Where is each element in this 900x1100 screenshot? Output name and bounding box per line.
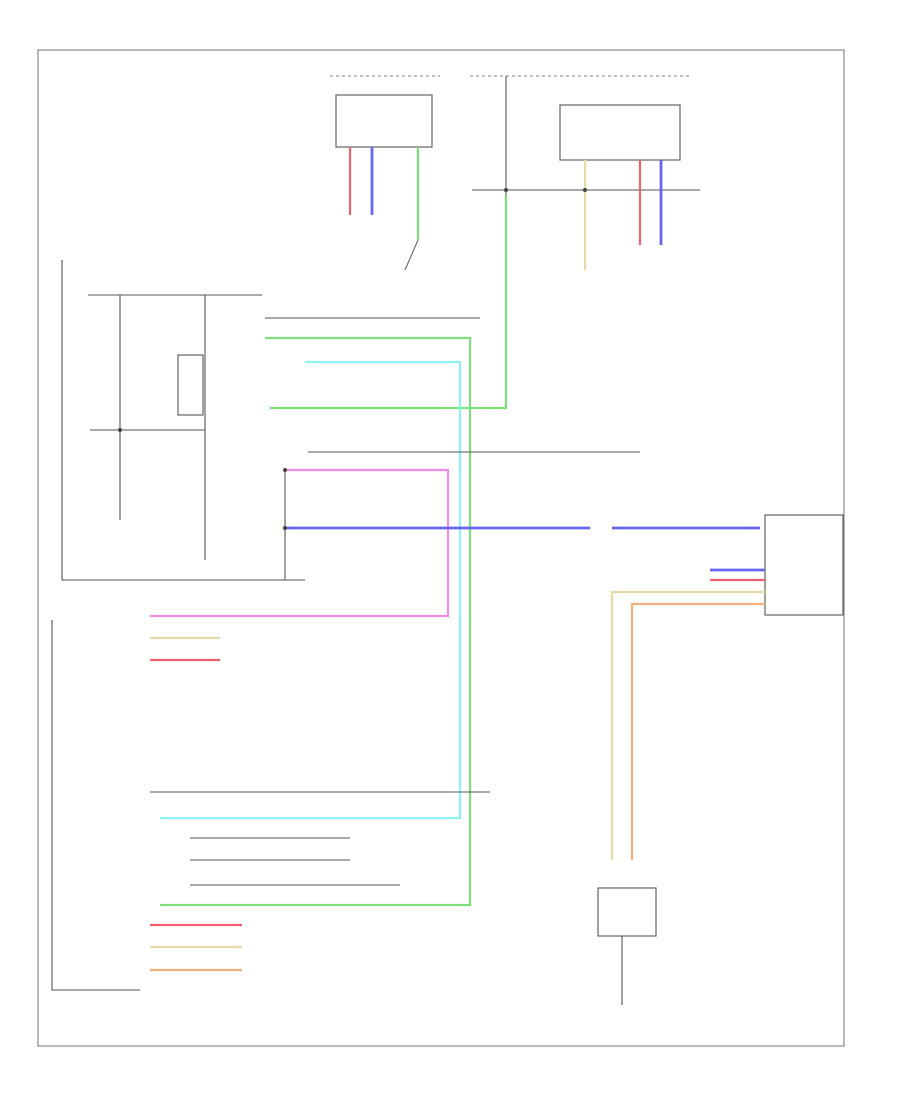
- top-left-module: [335, 94, 433, 148]
- splice-2: [583, 188, 587, 192]
- wire-pink: [150, 468, 450, 618]
- lower-left-outline: [51, 620, 140, 991]
- splice-3: [283, 468, 287, 472]
- wire-tan-right: [610, 590, 765, 860]
- splice-1: [504, 188, 508, 192]
- wire-green-2: [160, 336, 472, 907]
- splice-5: [118, 428, 122, 432]
- left-box-outline: [61, 260, 305, 581]
- diagram-frame: [37, 49, 845, 1047]
- bottom-right-component: [597, 887, 657, 937]
- switch-top: [404, 239, 419, 271]
- splice-4: [283, 526, 287, 530]
- wire-cyan: [160, 360, 462, 820]
- top-right-module: [559, 104, 681, 161]
- right-module: [764, 514, 844, 616]
- wire-orange-right: [630, 602, 765, 860]
- left-relay: [177, 354, 204, 416]
- wire-green-main: [270, 195, 508, 410]
